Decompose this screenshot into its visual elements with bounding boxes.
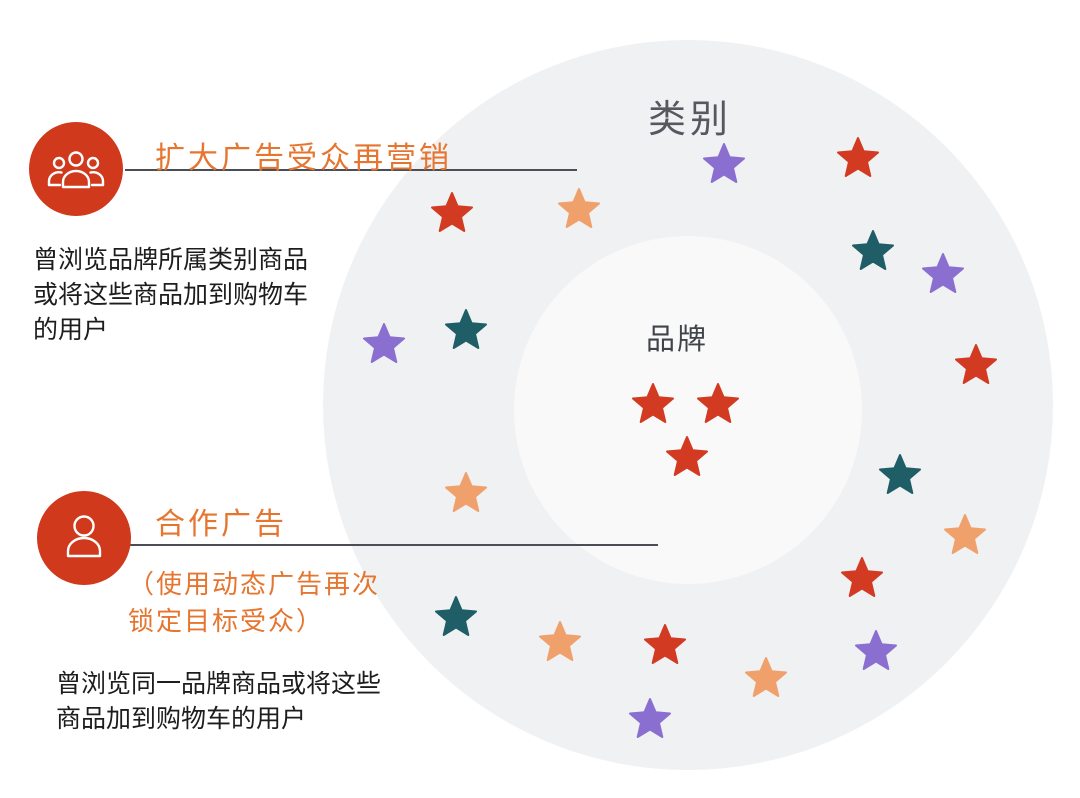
brand-label: 品牌 <box>646 322 709 356</box>
star-marker <box>852 230 894 270</box>
user-group-icon <box>29 122 123 216</box>
section-1-description-line: 的用户 <box>33 315 109 344</box>
section-2-note-line: 锁定目标受众） <box>128 607 325 637</box>
section-2-description-line: 商品加到购物车的用户 <box>56 704 307 733</box>
section-2-title: 合作广告 <box>155 507 287 542</box>
star-marker <box>363 323 405 363</box>
star-marker <box>944 514 986 554</box>
section-1-description-line: 或将这些商品加到购物车 <box>33 280 309 309</box>
section-1-description-line: 曾浏览品牌所属类别商品 <box>33 245 309 274</box>
section-2-note-line: （使用动态广告再次 <box>128 570 381 600</box>
user-group-icon-circle <box>29 122 123 216</box>
section-1-title: 扩大广告受众再营销 <box>155 141 452 176</box>
star-marker <box>435 596 477 636</box>
section-2-description: 曾浏览同一品牌商品或将这些 商品加到购物车的用户 <box>56 666 381 736</box>
star-marker <box>855 630 897 670</box>
brand-circle <box>514 236 862 584</box>
star-marker <box>445 309 487 349</box>
star-marker <box>558 188 600 228</box>
star-marker <box>955 344 997 384</box>
star-marker <box>445 472 487 512</box>
star-marker <box>745 657 787 697</box>
user-icon <box>37 491 131 585</box>
star-marker <box>879 454 921 494</box>
category-label: 类别 <box>648 97 733 141</box>
star-marker <box>539 621 581 661</box>
star-markers <box>363 137 997 738</box>
star-marker <box>632 383 674 423</box>
section-2-note: （使用动态广告再次 锁定目标受众） <box>128 567 380 641</box>
star-marker <box>644 624 686 664</box>
star-marker <box>431 192 473 232</box>
star-marker <box>629 698 671 738</box>
star-marker <box>922 253 964 293</box>
star-marker <box>697 383 739 423</box>
star-marker <box>841 557 883 597</box>
star-marker <box>666 436 708 476</box>
section-1-description: 曾浏览品牌所属类别商品 或将这些商品加到购物车 的用户 <box>33 242 308 347</box>
star-marker <box>837 137 879 177</box>
star-marker <box>703 143 745 183</box>
section-2-description-line: 曾浏览同一品牌商品或将这些 <box>56 669 382 698</box>
